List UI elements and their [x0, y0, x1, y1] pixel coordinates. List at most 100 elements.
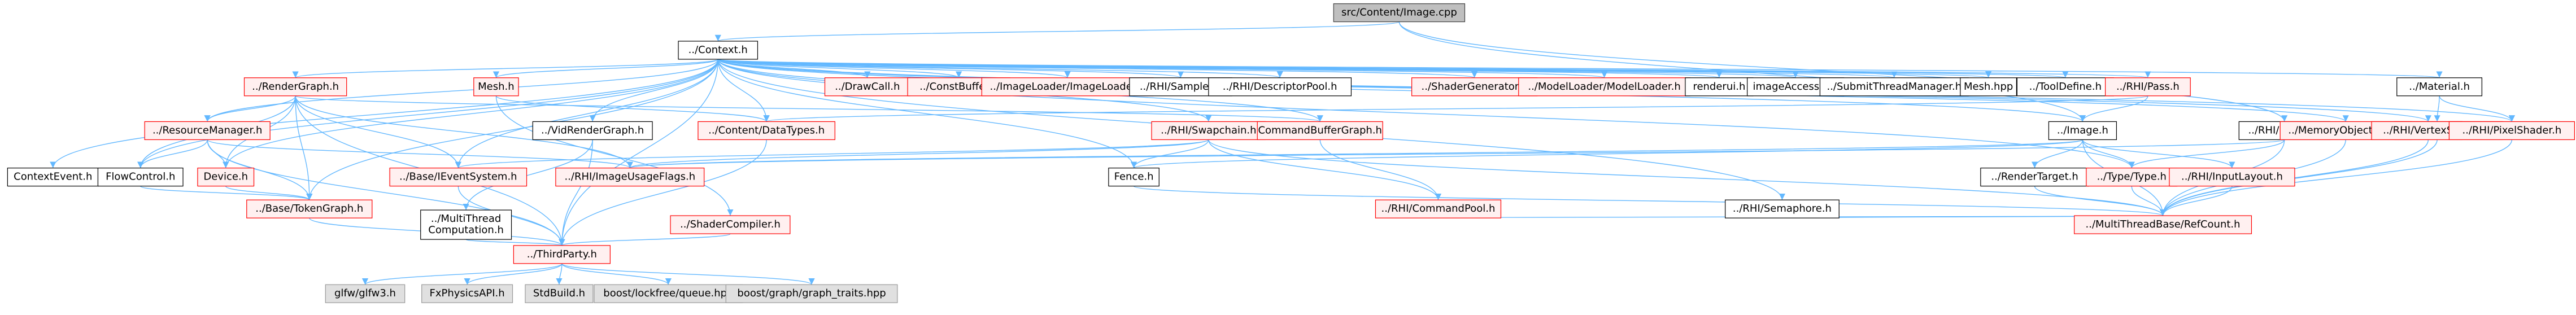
graph-node-label: ../Material.h — [2409, 81, 2470, 93]
graph-node-rhi-descriptor-pool[interactable]: ../RHI/DescriptorPool.h — [1208, 77, 1352, 97]
graph-edge-context-to-token-graph — [306, 59, 718, 200]
graph-node-rhi-input-layout[interactable]: ../RHI/InputLayout.h — [2169, 168, 2295, 187]
graph-node-box — [594, 284, 743, 303]
graph-node-label: ../RenderTarget.h — [1991, 171, 2078, 183]
graph-node-tool-define[interactable]: ../ToolDefine.h — [2016, 77, 2114, 97]
graph-node-rhi-command-pool[interactable]: ../RHI/CommandPool.h — [1375, 199, 1502, 218]
graph-node-label: ../ToolDefine.h — [2029, 81, 2102, 93]
graph-edge-fence-to-ref-count — [1133, 186, 2166, 216]
graph-node-label: ../RHI/Semaphore.h — [1733, 203, 1832, 215]
graph-node-renderui[interactable]: renderui.h — [1685, 77, 1754, 97]
graph-node-box — [1960, 77, 2017, 97]
graph-edge-rhi-vertex-shader-to-ref-count — [2160, 139, 2438, 216]
graph-node-label: ../MultiThread — [431, 213, 501, 225]
graph-edge-context-to-context-event — [50, 59, 718, 168]
graph-node-label: ../Type/Type.h — [2097, 171, 2167, 183]
graph-node-box — [1980, 168, 2089, 187]
graph-node-label: CommandBufferGraph.h — [1258, 124, 1382, 136]
graph-edge-command-buffer-graph-to-rhi-command-pool — [1319, 139, 1442, 200]
graph-node-fxphysics: FxPhysicsAPI.h — [421, 284, 513, 303]
graph-edge-render-graph-to-token-graph — [295, 95, 313, 200]
graph-edge-rhi-image-to-image-usage-flags — [627, 139, 2285, 169]
graph-node-draw-call[interactable]: ../DrawCall.h — [824, 77, 910, 97]
graph-node-box — [421, 284, 513, 303]
graph-node-image-h[interactable]: ../Image.h — [2048, 121, 2117, 141]
graph-node-token-graph[interactable]: ../Base/TokenGraph.h — [246, 199, 373, 218]
graph-edge-context-to-render-graph — [293, 59, 718, 78]
graph-node-box — [532, 121, 653, 141]
graph-node-label: Mesh.h — [478, 81, 515, 93]
graph-edge-shader-compiler-to-third-party — [559, 233, 731, 246]
graph-node-rhi-swapchain[interactable]: ../RHI/Swapchain.h — [1151, 121, 1266, 141]
graph-node-label: FlowControl.h — [106, 171, 175, 183]
graph-node-box — [1685, 77, 1754, 97]
graph-node-shader-generator[interactable]: ../ShaderGenerator.h — [1411, 77, 1538, 97]
graph-node-box — [197, 168, 255, 187]
graph-node-context-event[interactable]: ContextEvent.h — [7, 168, 99, 187]
graph-edge-image-h-to-image-usage-flags — [627, 139, 2084, 169]
graph-node-shader-compiler[interactable]: ../ShaderCompiler.h — [670, 215, 791, 234]
graph-edge-material-to-rhi-pixel-shader — [2439, 95, 2515, 122]
graph-edge-third-party-to-boost-queue — [561, 263, 672, 285]
graph-node-material[interactable]: ../Material.h — [2396, 77, 2483, 97]
graph-edge-context-to-rhi-descriptor-pool — [717, 59, 1283, 78]
graph-node-label: ../ImageLoader/ImageLoader.h — [990, 81, 1145, 93]
graph-node-box — [1411, 77, 1538, 97]
graph-node-image-loader[interactable]: ../ImageLoader/ImageLoader.h — [981, 77, 1154, 97]
graph-edge-third-party-to-stdbuild — [556, 263, 563, 285]
graph-node-box — [1208, 77, 1352, 97]
graph-edge-render-graph-to-resource-manager — [204, 95, 296, 122]
graph-node-label: boost/graph/graph_traits.hpp — [737, 287, 886, 299]
graph-edge-context-to-type-type — [717, 59, 2135, 168]
graph-node-third-party[interactable]: ../ThirdParty.h — [513, 245, 611, 264]
graph-node-label: ../ConstBuffer.h — [919, 81, 998, 93]
graph-node-box — [824, 77, 910, 97]
graph-node-box — [1518, 77, 1690, 97]
graph-node-ievent-system[interactable]: ../Base/IEventSystem.h — [389, 168, 528, 187]
graph-node-image-usage-flags[interactable]: ../RHI/ImageUsageFlags.h — [555, 168, 705, 187]
graph-node-render-graph[interactable]: ../RenderGraph.h — [243, 77, 347, 97]
graph-node-rhi-pass[interactable]: ../RHI/Pass.h — [2105, 77, 2191, 97]
graph-node-context[interactable]: ../Context.h — [678, 41, 759, 60]
graph-node-rhi-pixel-shader[interactable]: ../RHI/PixelShader.h — [2448, 121, 2575, 141]
graph-node-type-type[interactable]: ../Type/Type.h — [2086, 168, 2178, 187]
graph-node-ref-count[interactable]: ../MultiThreadBase/RefCount.h — [2074, 215, 2252, 234]
graph-node-fence[interactable]: Fence.h — [1108, 168, 1160, 187]
graph-node-label: ../ModelLoader/ModelLoader.h — [1528, 81, 1680, 93]
graph-node-label: imageAccessui.h — [1753, 81, 1838, 93]
graph-edge-third-party-to-fxphysics — [464, 263, 563, 285]
graph-node-rhi-semaphore[interactable]: ../RHI/Semaphore.h — [1725, 199, 1840, 218]
graph-node-label: ContextEvent.h — [14, 171, 92, 183]
graph-edge-mesh-h-to-content-datatypes — [495, 95, 770, 123]
graph-node-render-target[interactable]: ../RenderTarget.h — [1980, 168, 2089, 187]
graph-node-box — [2105, 77, 2191, 97]
graph-node-label: ../RHI/Sampler.h — [1140, 81, 1222, 93]
graph-node-label: glfw/glfw3.h — [334, 287, 396, 299]
graph-node-label: FxPhysicsAPI.h — [430, 287, 505, 299]
graph-edge-vid-render-graph-to-third-party — [559, 139, 593, 246]
graph-node-resource-manager[interactable]: ../ResourceManager.h — [144, 121, 271, 141]
graph-node-model-loader[interactable]: ../ModelLoader/ModelLoader.h — [1518, 77, 1690, 97]
graph-edge-third-party-to-glfw — [362, 263, 563, 285]
graph-edge-mesh-h-to-shader-compiler — [495, 95, 734, 216]
graph-edge-context-to-ievent-system — [455, 59, 718, 168]
graph-node-flow-control[interactable]: FlowControl.h — [97, 168, 184, 187]
graph-node-mesh-h[interactable]: Mesh.h — [473, 77, 519, 97]
graph-node-label: ../RenderGraph.h — [252, 81, 339, 93]
graph-node-submit-thread-manager[interactable]: ../SubmitThreadManager.h — [1819, 77, 1969, 97]
graph-edge-context-to-device — [223, 59, 718, 168]
graph-node-content-datatypes[interactable]: ../Content/DataTypes.h — [698, 121, 835, 141]
graph-node-box — [1108, 168, 1160, 187]
graph-node-box — [698, 121, 835, 141]
graph-node-mesh-hpp[interactable]: Mesh.hpp — [1960, 77, 2017, 97]
graph-edge-render-graph-to-command-buffer-graph — [295, 95, 1323, 123]
graph-node-command-buffer-graph[interactable]: CommandBufferGraph.h — [1257, 121, 1383, 141]
graph-node-device[interactable]: Device.h — [197, 168, 255, 187]
graph-node-box — [2086, 168, 2178, 187]
graph-node-label: ../ShaderGenerator.h — [1422, 81, 1528, 93]
graph-node-vid-render-graph[interactable]: ../VidRenderGraph.h — [532, 121, 653, 141]
graph-node-box — [2048, 121, 2117, 141]
graph-edge-rhi-swapchain-to-image-usage-flags — [627, 139, 1209, 169]
